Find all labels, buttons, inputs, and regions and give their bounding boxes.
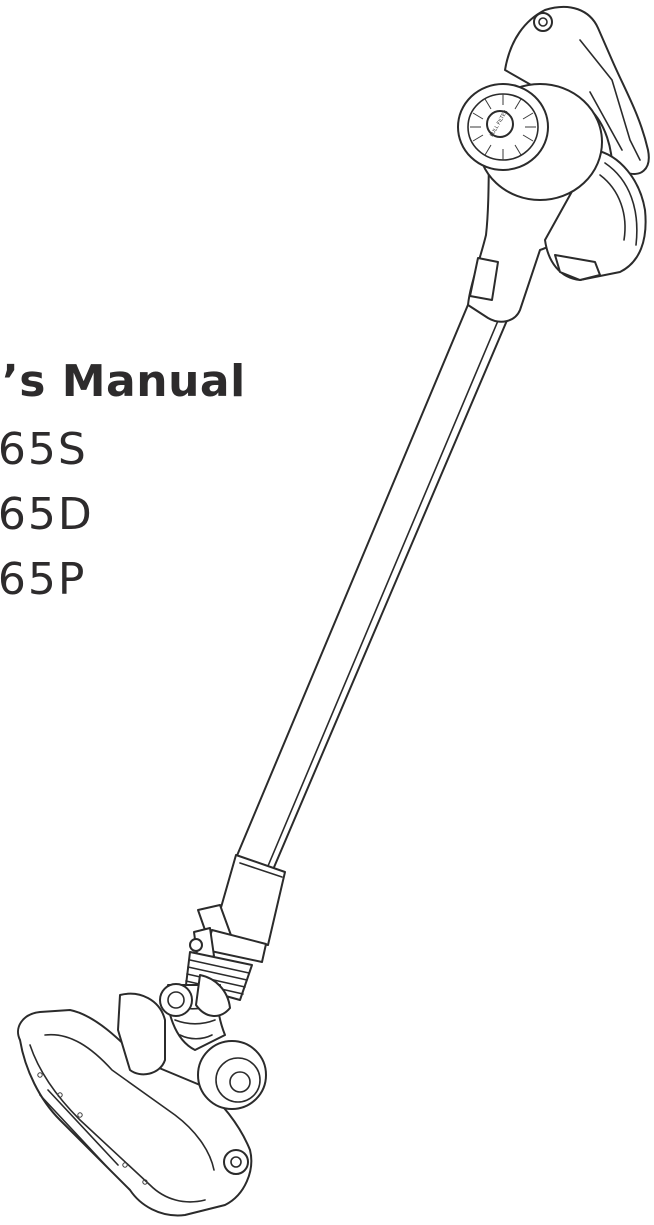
floor-brush-head (17, 992, 267, 1217)
model-number: S65S (0, 424, 88, 475)
model-number: S65P (0, 554, 87, 605)
floor-head-neck (159, 951, 253, 1051)
wand-connector (189, 854, 286, 963)
manual-title: r’s Manual (0, 356, 246, 407)
extension-wand (235, 299, 509, 873)
handheld-unit (457, 5, 650, 323)
